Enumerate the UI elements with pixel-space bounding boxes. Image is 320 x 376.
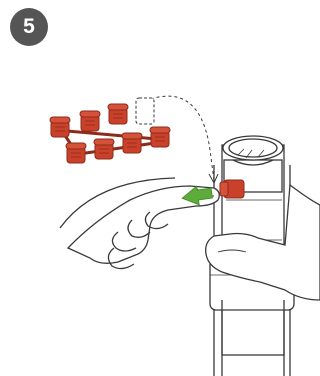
inserted-nozzle — [220, 180, 244, 198]
empty-nozzle-slot — [136, 98, 154, 124]
